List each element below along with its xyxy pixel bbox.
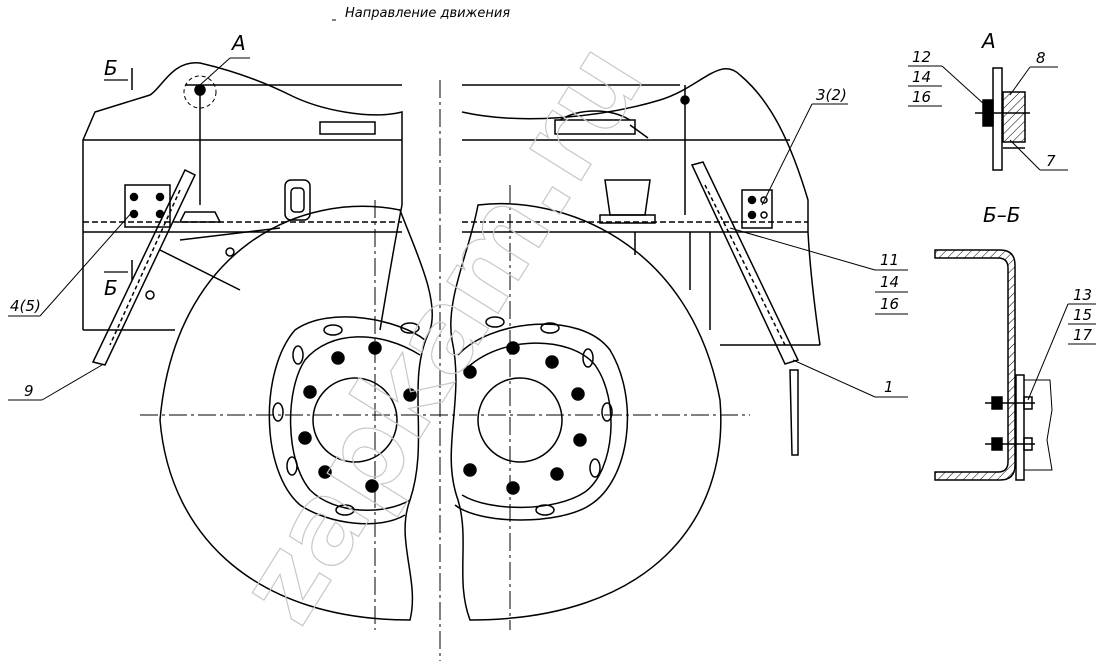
leader-top-a [199, 57, 231, 86]
view-a-circle [183, 75, 217, 109]
right-wheel-slots [485, 316, 613, 516]
callout-3-2: 3(2) [816, 86, 847, 104]
callout-17: 17 [1073, 326, 1093, 344]
callout-14b: 14 [880, 273, 899, 291]
callout-13: 13 [1073, 286, 1092, 304]
callout-4-5: 4(5) [10, 297, 41, 315]
callout-16a: 16 [912, 88, 931, 106]
callout-1: 1 [884, 378, 894, 396]
label-top-a: А [230, 31, 246, 55]
left-wheel [159, 205, 434, 621]
section-bb-detail [934, 249, 1053, 481]
cut-label-top: Б [104, 56, 118, 80]
left-wheel-nuts [298, 341, 417, 493]
callout-9: 9 [24, 382, 34, 400]
callout-15: 15 [1073, 306, 1092, 324]
view-a-detail [975, 67, 1030, 171]
cut-label-bottom: Б [104, 276, 118, 300]
right-assembly [461, 68, 821, 456]
callout-14a: 14 [912, 68, 931, 86]
direction-title: Направление движения [345, 6, 510, 21]
callout-8: 8 [1036, 49, 1046, 67]
callout-11: 11 [880, 251, 899, 269]
view-a-title: А [980, 29, 996, 53]
section-bb-title: Б–Б [983, 203, 1020, 227]
left-assembly [82, 62, 403, 366]
watermark: zapkam.ru [213, 22, 668, 644]
callout-7: 7 [1046, 152, 1056, 170]
left-wheel-slots [272, 322, 420, 516]
callout-16b: 16 [880, 295, 899, 313]
callout-12: 12 [912, 48, 931, 66]
